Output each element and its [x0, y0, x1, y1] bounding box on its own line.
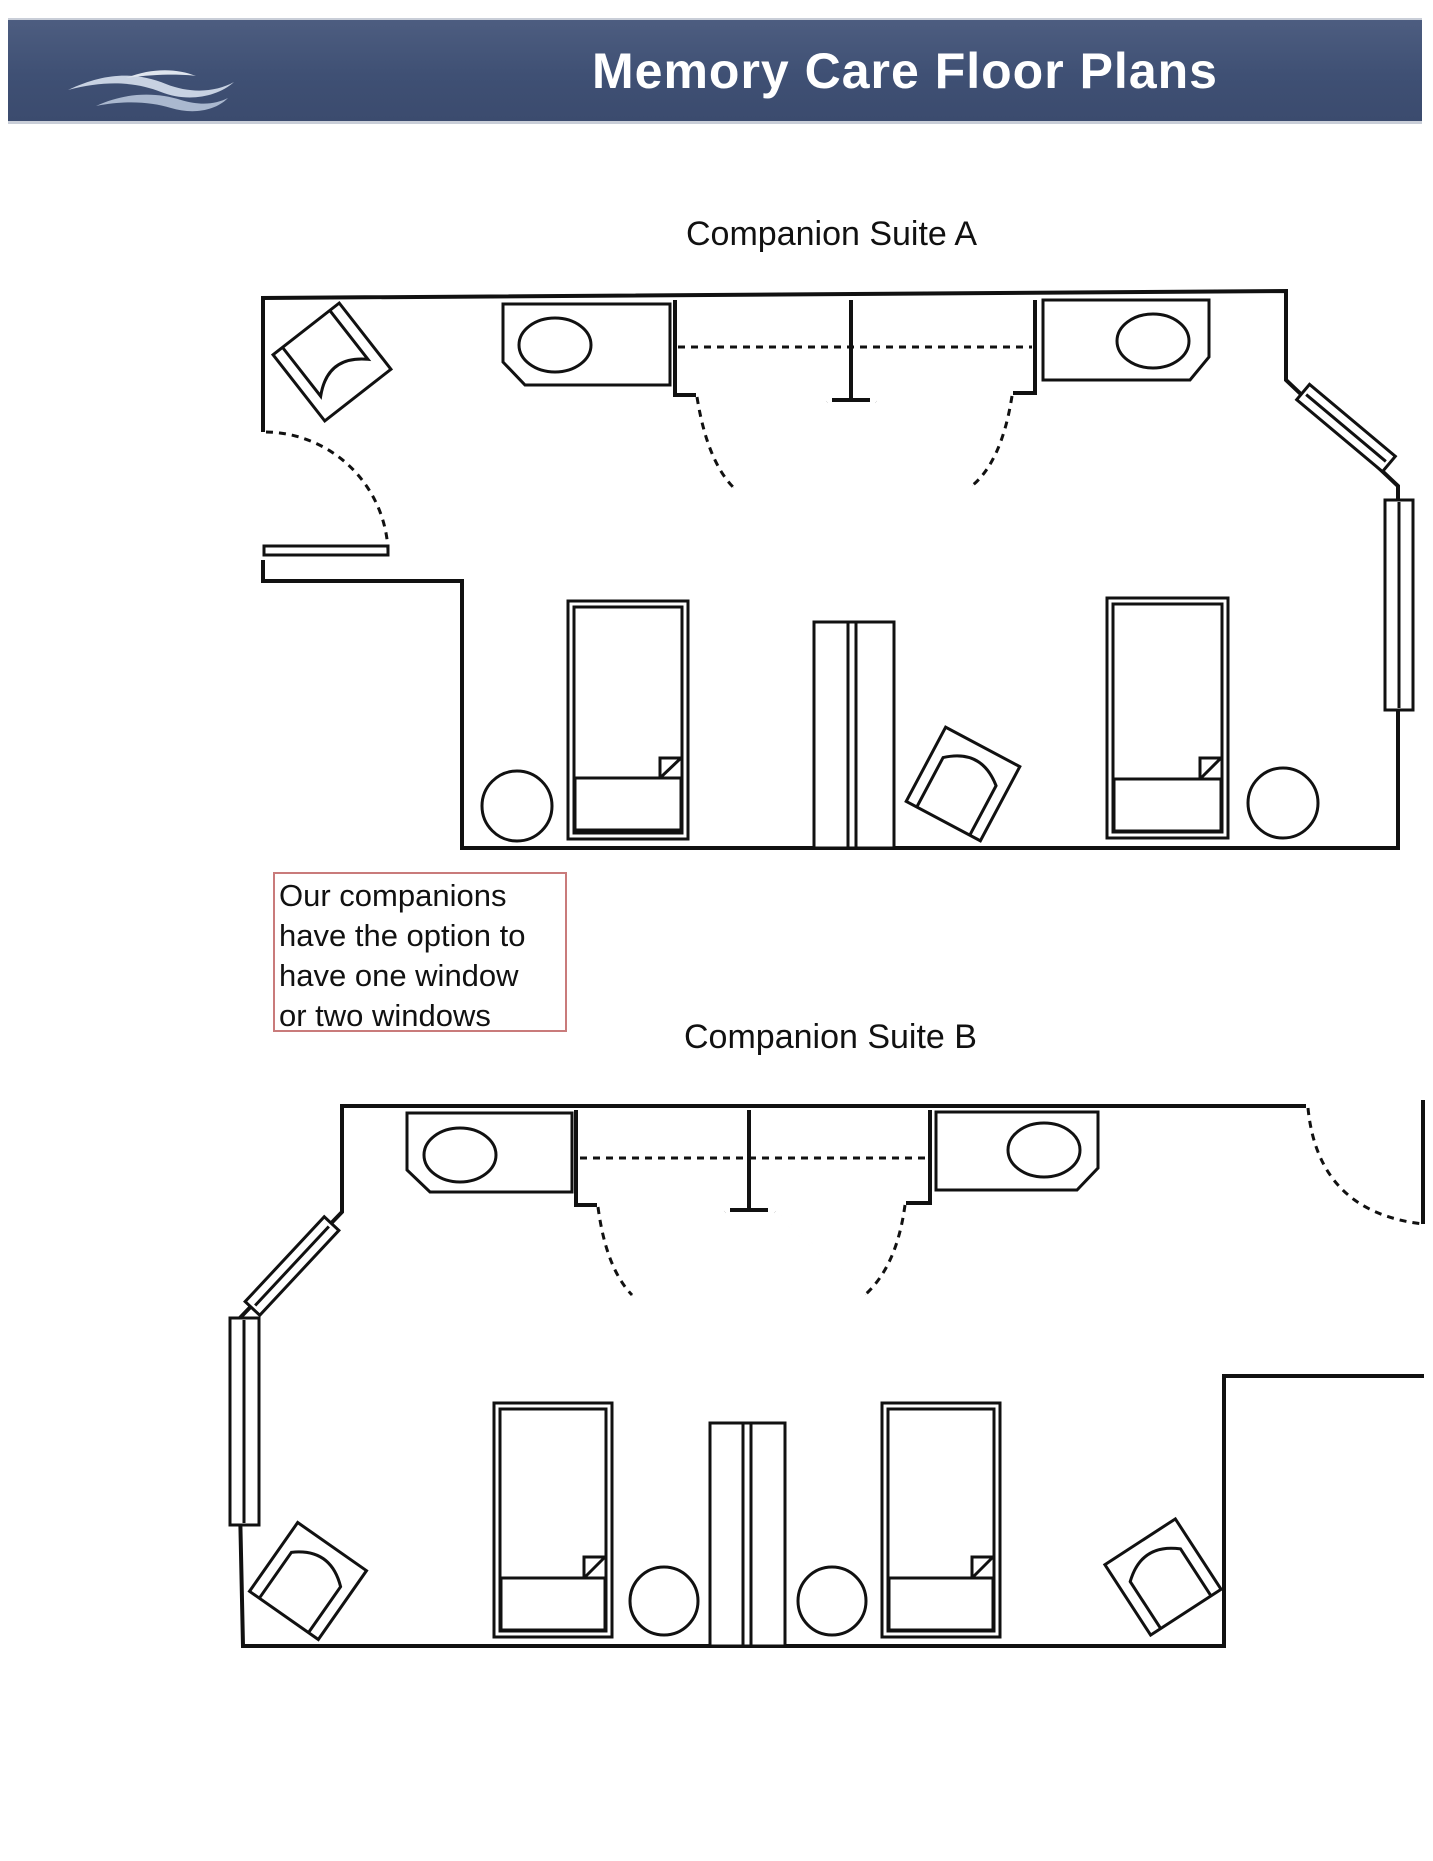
door-swing-icon: [874, 395, 1014, 487]
armchair-icon: [1102, 1516, 1224, 1638]
window-icon: [243, 1214, 341, 1318]
sink-icon: [501, 302, 672, 387]
header-bar: Memory Care Floor Plans: [8, 18, 1422, 124]
door-swing-icon: [1306, 1107, 1424, 1226]
suite-b-title: Companion Suite B: [684, 1018, 977, 1056]
round-table-icon: [628, 1565, 700, 1637]
suite-b-wall: [233, 1104, 1424, 1648]
door-swing-icon: [596, 1206, 727, 1297]
round-table-icon: [480, 769, 554, 843]
bed-icon: [880, 1401, 1002, 1639]
sink-icon: [405, 1111, 574, 1194]
armchair-icon: [904, 725, 1022, 843]
round-table-icon: [796, 1565, 868, 1637]
page-title: Memory Care Floor Plans: [592, 43, 1218, 99]
suite-b-plan: [228, 1100, 1425, 1648]
door-swing-icon: [695, 396, 829, 489]
suite-a-title: Companion Suite A: [686, 215, 978, 253]
armchair-icon: [270, 300, 394, 424]
window-icon: [1383, 498, 1415, 712]
bed-icon: [1105, 596, 1230, 840]
bed-icon: [492, 1401, 614, 1639]
armchair-icon: [247, 1520, 369, 1642]
bed-icon: [566, 599, 690, 841]
round-table-icon: [1246, 766, 1320, 840]
wave-logo-icon: [68, 70, 234, 112]
door-swing-icon: [262, 430, 390, 557]
window-icon: [1294, 382, 1398, 474]
window-option-note: Our companions have the option to have o…: [273, 872, 567, 1033]
sink-icon: [1041, 298, 1211, 382]
wardrobe-icon: [812, 620, 896, 850]
suite-a-plan: [261, 288, 1415, 850]
window-icon: [228, 1316, 261, 1527]
wardrobe-icon: [708, 1421, 787, 1648]
sink-icon: [934, 1110, 1100, 1192]
door-swing-icon: [773, 1204, 907, 1296]
